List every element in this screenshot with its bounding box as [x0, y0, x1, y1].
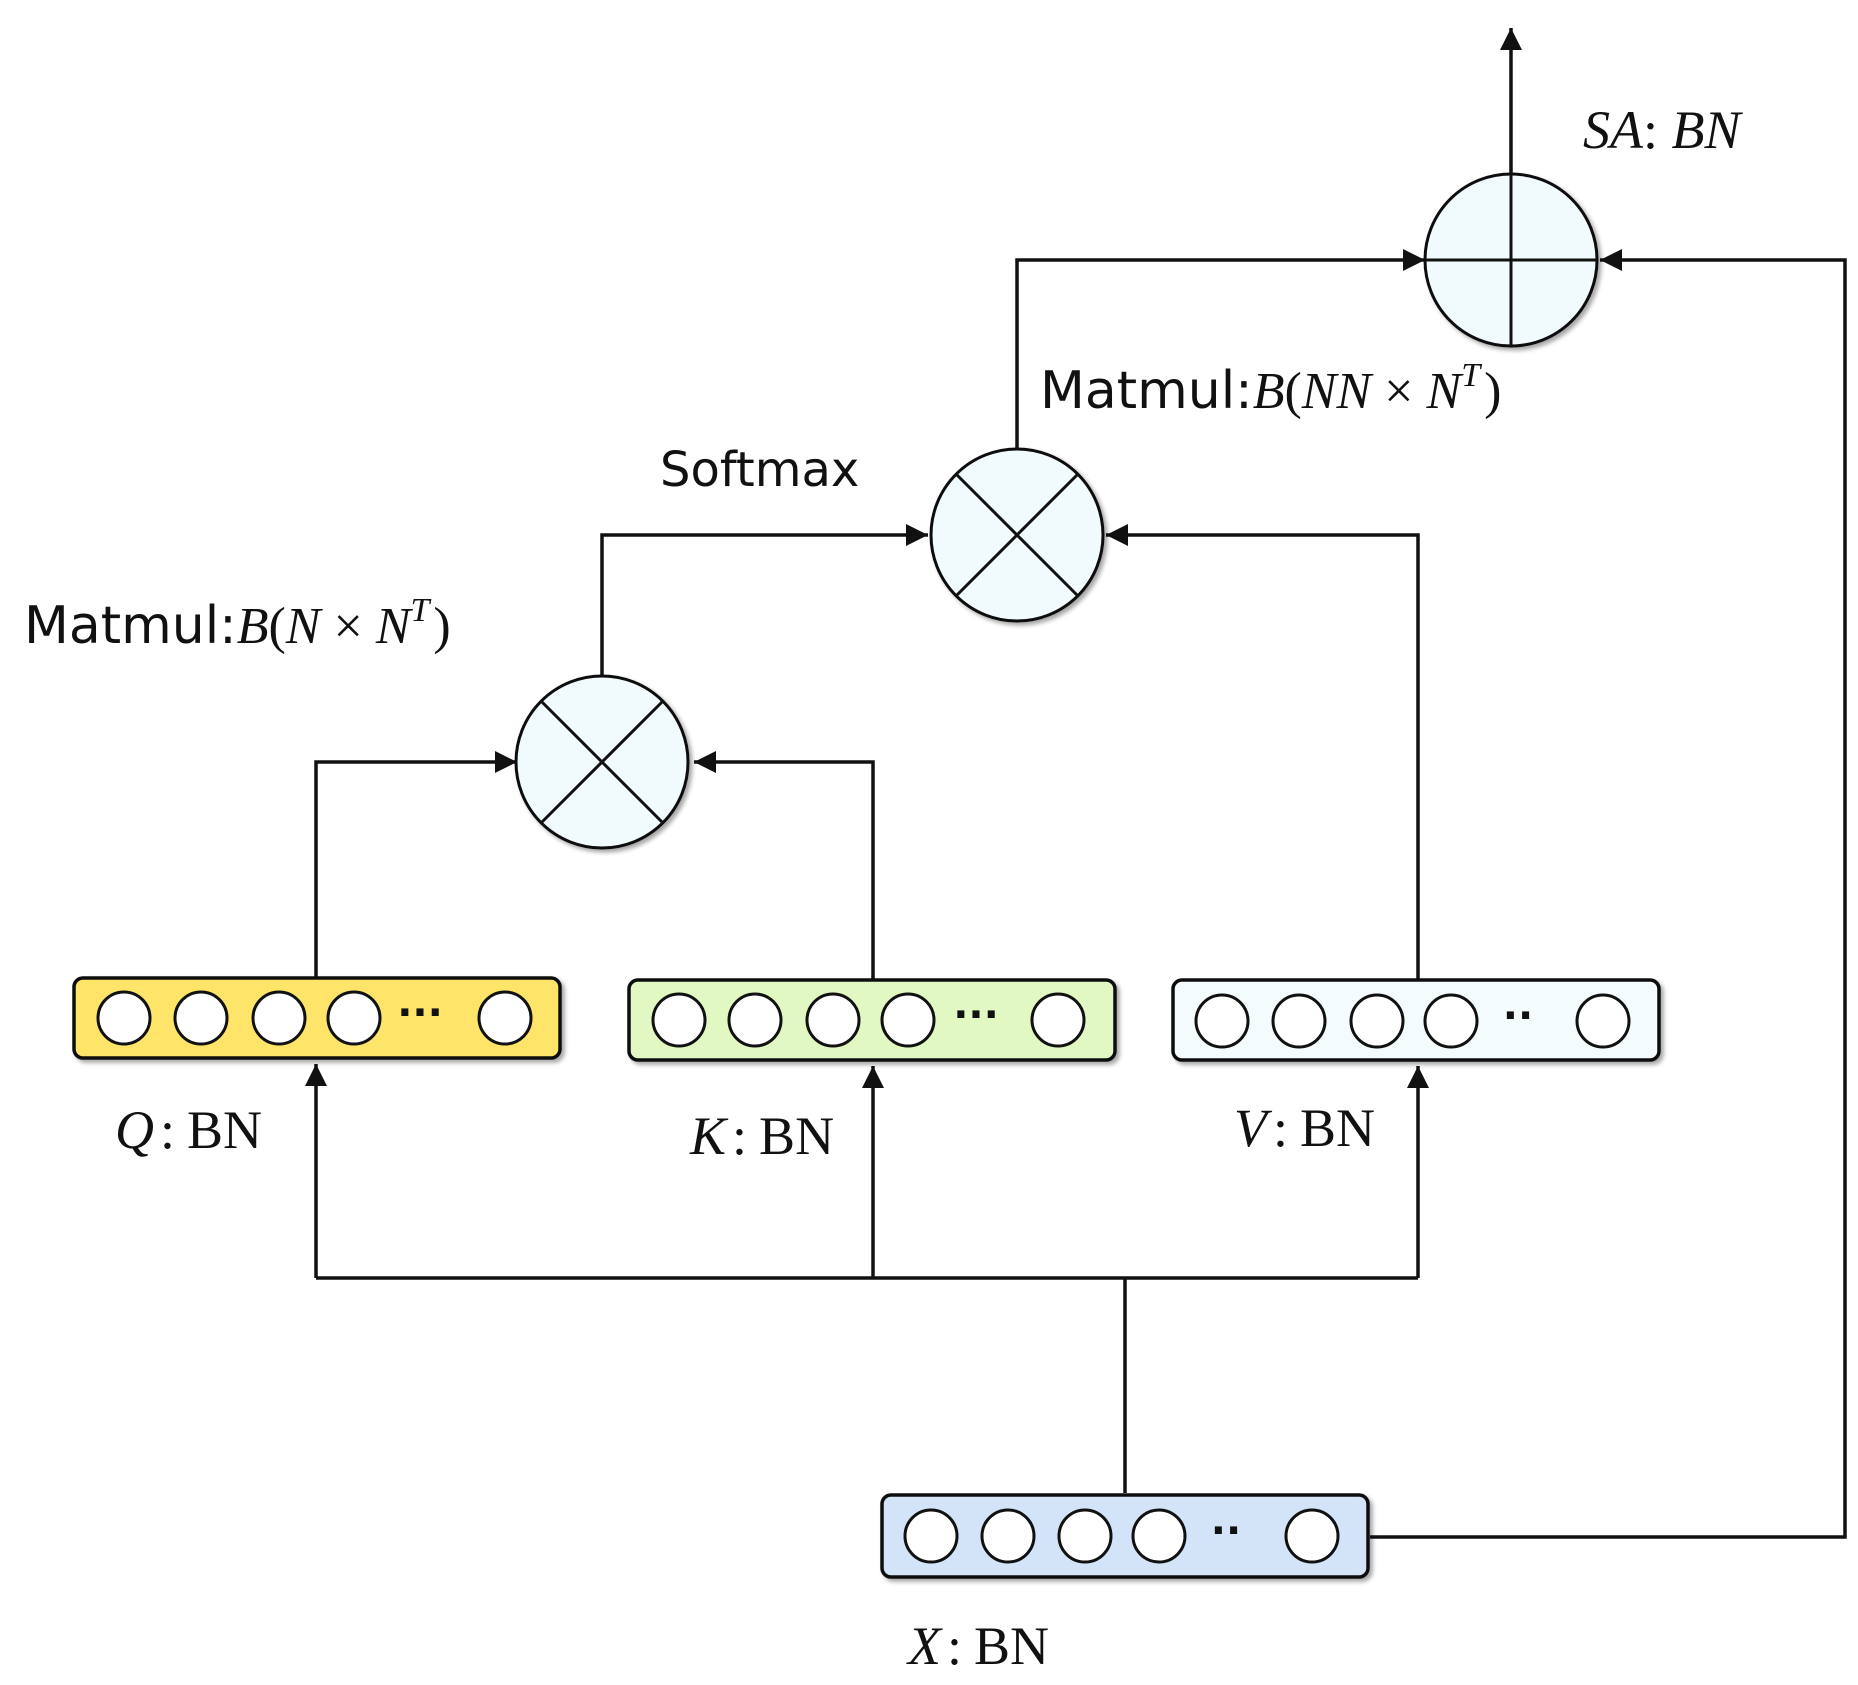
matmul1-label-times: × — [320, 598, 375, 655]
matmul2-label: Matmul:B(NN × NT) — [1040, 357, 1501, 421]
matmul2-to-add-arrow — [1015, 249, 1425, 448]
ellipsis: ·· — [1503, 993, 1533, 1039]
matmul1-operator — [514, 674, 690, 850]
softmax-label: Softmax — [660, 442, 859, 498]
k-label-var: K — [689, 1106, 729, 1166]
v-vector: ·· — [1171, 978, 1661, 1062]
multiply-icon — [539, 699, 665, 825]
q-to-matmul1-arrow — [314, 751, 517, 978]
matmul2-label-times: × — [1371, 363, 1426, 420]
node-circle — [651, 992, 707, 1048]
k-label-sep: : — [732, 1106, 747, 1166]
sa-label: SA: BN — [1583, 100, 1744, 160]
node-circle — [1271, 993, 1327, 1049]
matmul1-label-arg: N — [285, 598, 324, 655]
add-operator — [1423, 172, 1599, 348]
node-circle — [326, 990, 382, 1046]
k-label-unit: BN — [759, 1106, 834, 1166]
node-circle — [1349, 993, 1405, 1049]
v-label-var: V — [1234, 1098, 1273, 1158]
node-circle — [477, 990, 533, 1046]
v-label-unit: BN — [1300, 1098, 1375, 1158]
matmul1-label-base: N — [375, 598, 414, 655]
node-circle — [980, 1508, 1036, 1564]
matmul2-label-arg: NN — [1301, 363, 1375, 420]
node-circle — [1423, 993, 1479, 1049]
node-circle — [880, 992, 936, 1048]
node-circle — [251, 990, 307, 1046]
matmul1-label-sup: T — [411, 592, 432, 629]
node-circle — [1131, 1508, 1187, 1564]
ellipsis: ··· — [397, 990, 443, 1036]
matmul2-label-prefix: Matmul: — [1040, 361, 1253, 421]
v-label-sep: : — [1273, 1098, 1288, 1158]
matmul2-operator — [929, 447, 1105, 623]
node-circle — [805, 992, 861, 1048]
node-circle — [1575, 993, 1631, 1049]
matmul1-label-close: ) — [433, 598, 450, 655]
node-circle — [727, 992, 783, 1048]
sa-label-unit: BN — [1672, 100, 1744, 160]
v-label: V:BN — [1234, 1098, 1375, 1158]
k-label: K:BN — [689, 1106, 834, 1166]
matmul1-label-prefix: Matmul: — [24, 596, 237, 656]
node-circle — [1057, 1508, 1113, 1564]
x-label-unit: BN — [974, 1616, 1049, 1676]
plus-icon — [1425, 174, 1597, 346]
x-label-sep: : — [947, 1616, 962, 1676]
sa-label-sep: : — [1643, 100, 1672, 160]
matmul2-label-base: N — [1426, 363, 1465, 420]
matmul2-label-sup: T — [1461, 357, 1482, 394]
x-label-var: X — [906, 1616, 943, 1676]
node-circle — [173, 990, 229, 1046]
q-label-unit: BN — [187, 1100, 262, 1160]
k-to-matmul1-arrow — [694, 751, 875, 980]
matmul1-label-fn: B — [237, 598, 269, 655]
x-vector: ·· — [880, 1493, 1370, 1579]
node-circle — [1284, 1508, 1340, 1564]
ellipsis: ··· — [953, 992, 999, 1038]
q-label-var: Q — [115, 1100, 154, 1160]
matmul2-label-close: ) — [1484, 363, 1501, 420]
q-label: Q:BN — [115, 1100, 262, 1160]
matmul1-label-open: ( — [268, 598, 285, 655]
q-label-sep: : — [160, 1100, 175, 1160]
k-vector: ··· — [627, 978, 1117, 1062]
matmul1-to-matmul2-arrow — [600, 524, 928, 678]
q-vector: ··· — [72, 976, 562, 1060]
v-to-matmul2-arrow — [1106, 524, 1420, 980]
x-label: X:BN — [906, 1616, 1049, 1676]
node-circle — [1030, 992, 1086, 1048]
connectors — [305, 28, 1847, 1539]
node-circle — [1194, 993, 1250, 1049]
matmul2-label-fn: B — [1253, 363, 1285, 420]
sa-label-var: SA — [1583, 100, 1644, 160]
multiply-icon — [954, 472, 1080, 598]
x-residual-arrow — [1370, 249, 1847, 1539]
node-circle — [903, 1508, 959, 1564]
node-circle — [96, 990, 152, 1046]
matmul1-label: Matmul:B(N × NT) — [24, 592, 451, 656]
ellipsis: ·· — [1211, 1508, 1241, 1554]
matmul2-label-open: ( — [1284, 363, 1301, 420]
